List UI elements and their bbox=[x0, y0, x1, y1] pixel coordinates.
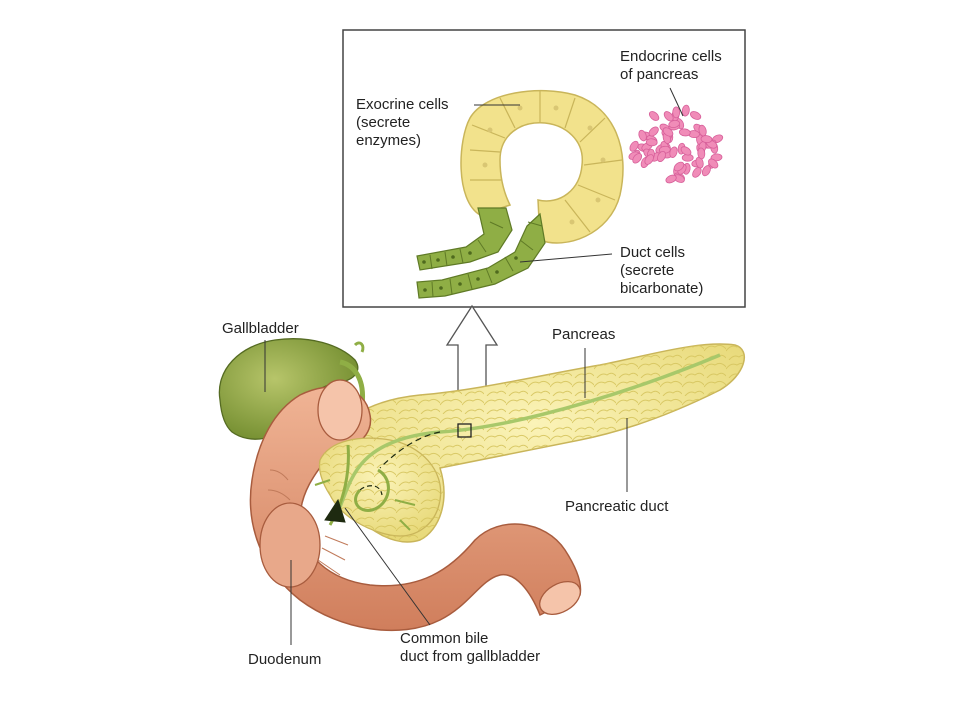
endocrine-cell bbox=[690, 111, 702, 120]
label-endocrine-line1: Endocrine cells bbox=[620, 48, 722, 65]
label-bile-line2: duct from gallbladder bbox=[400, 648, 541, 665]
endocrine-cell bbox=[644, 154, 654, 165]
label-pancreatic-duct: Pancreatic duct bbox=[565, 498, 669, 515]
label-duct-line2: (secrete bbox=[620, 262, 675, 279]
label-duct-cells: Duct cells (secrete bicarbonate) bbox=[620, 244, 703, 298]
label-exocrine-line3: enzymes) bbox=[356, 132, 422, 149]
endocrine-cell bbox=[657, 150, 666, 163]
endocrine-cell bbox=[663, 111, 674, 122]
endocrine-cell bbox=[680, 146, 692, 156]
label-endocrine-line2: of pancreas bbox=[620, 66, 699, 83]
endocrine-cell bbox=[678, 128, 691, 137]
endocrine-cell bbox=[701, 165, 711, 177]
endocrine-cell bbox=[700, 135, 713, 144]
inset-leader-lines bbox=[474, 87, 684, 263]
endocrine-cell bbox=[648, 126, 659, 137]
label-exocrine-cells: Exocrine cells (secrete enzymes) bbox=[356, 96, 449, 150]
label-duct-line3: bicarbonate) bbox=[620, 280, 704, 297]
endocrine-cell bbox=[673, 161, 685, 172]
endocrine-cell bbox=[668, 119, 681, 129]
endocrine-cell bbox=[648, 111, 660, 121]
endocrine-cell bbox=[645, 138, 658, 147]
label-bile-line1: Common bile bbox=[400, 630, 489, 647]
magnification-marker bbox=[457, 423, 472, 438]
endocrine-cell bbox=[708, 158, 719, 169]
label-common-bile-duct: Common bile duct from gallbladder bbox=[400, 630, 540, 666]
main-leader-lines bbox=[264, 340, 628, 645]
label-exocrine-line1: Exocrine cells bbox=[356, 96, 449, 113]
endocrine-cell bbox=[665, 174, 677, 184]
endocrine-cell bbox=[638, 129, 647, 142]
endocrine-cell bbox=[681, 104, 690, 117]
endocrine-cell bbox=[662, 127, 674, 137]
endocrine-cell bbox=[697, 147, 706, 160]
label-exocrine-line2: (secrete bbox=[356, 114, 411, 131]
endocrine-cell bbox=[710, 153, 723, 162]
label-pancreas: Pancreas bbox=[552, 326, 616, 343]
duct-cell-strands bbox=[416, 207, 546, 299]
pancreatic-duct-line bbox=[314, 353, 721, 531]
label-duct-line1: Duct cells bbox=[620, 244, 686, 261]
exocrine-acinus bbox=[460, 89, 624, 244]
endocrine-cell bbox=[695, 156, 704, 169]
endocrine-cell bbox=[632, 153, 643, 164]
label-duodenum: Duodenum bbox=[248, 651, 322, 668]
label-gallbladder: Gallbladder bbox=[222, 320, 299, 337]
label-endocrine-cells: Endocrine cells of pancreas bbox=[620, 48, 722, 84]
endocrine-cell-cluster bbox=[628, 104, 724, 184]
endocrine-cell bbox=[629, 140, 639, 152]
endocrine-cell bbox=[672, 106, 681, 119]
